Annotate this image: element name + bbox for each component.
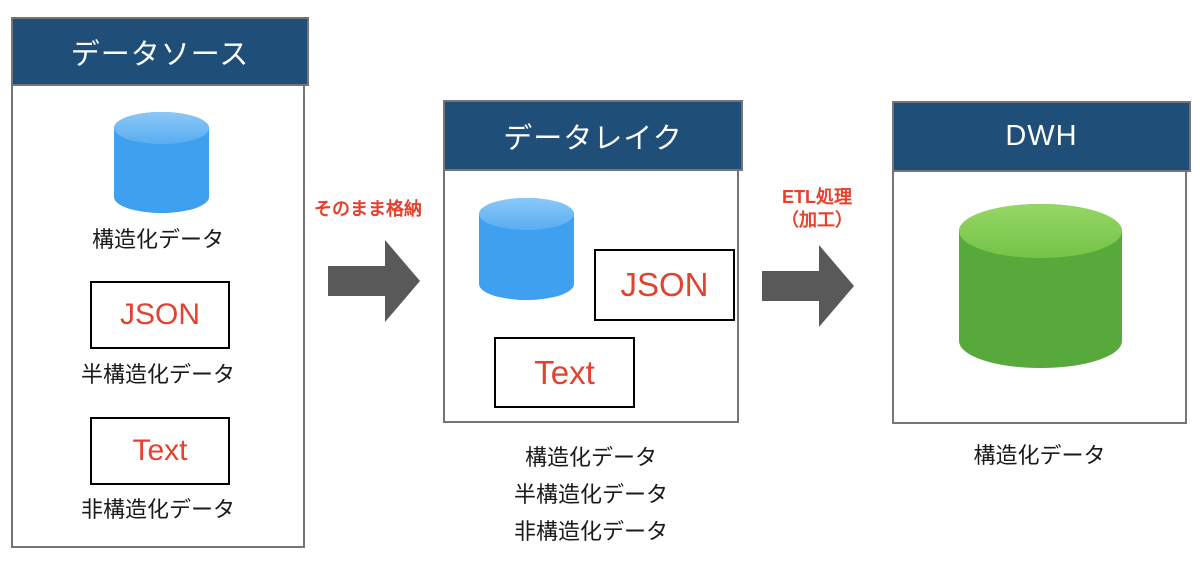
label-unstructured-data: 非構造化データ bbox=[80, 497, 235, 522]
text-data-box: Text bbox=[494, 337, 635, 408]
json-data-box: JSON bbox=[90, 281, 230, 349]
panel-dwh: DWH bbox=[892, 101, 1191, 424]
label-structured-data: 構造化データ bbox=[524, 445, 657, 470]
panel-data-lake-header: データレイク bbox=[443, 100, 743, 171]
label-structured-data: 構造化データ bbox=[973, 443, 1106, 468]
panel-data-source-title: データソース bbox=[70, 38, 250, 71]
database-cylinder-blue-icon bbox=[479, 198, 574, 300]
arrow-shaft bbox=[762, 271, 820, 301]
arrow-head bbox=[385, 240, 420, 322]
panel-data-lake-title: データレイク bbox=[503, 122, 683, 155]
arrow-shaft bbox=[328, 266, 386, 296]
text-data-box: Text bbox=[90, 417, 230, 485]
label-structured-data: 構造化データ bbox=[91, 227, 224, 252]
arrow-head bbox=[819, 245, 854, 327]
etl-arrow-label: ETL処理 （加工） bbox=[757, 186, 877, 232]
panel-dwh-header: DWH bbox=[892, 101, 1191, 172]
json-data-box-label: JSON bbox=[620, 266, 709, 303]
database-cylinder-green-icon bbox=[959, 204, 1122, 368]
store-arrow-label: そのまま格納 bbox=[314, 199, 422, 219]
panel-data-source-header: データソース bbox=[11, 17, 309, 86]
label-unstructured-data: 非構造化データ bbox=[513, 519, 668, 544]
panel-dwh-title: DWH bbox=[1005, 120, 1078, 152]
database-cylinder-blue-icon bbox=[114, 112, 209, 213]
right-arrow-icon bbox=[762, 245, 854, 327]
panel-data-lake: データレイク JSON Text bbox=[443, 100, 743, 423]
json-data-box-label: JSON bbox=[119, 298, 200, 331]
panel-data-source: データソース 構造化データ JSON 半構造化データ Text 非構造化データ bbox=[11, 17, 309, 548]
etl-arrow-label-line1: ETL処理 bbox=[782, 187, 852, 207]
label-semi-structured-data: 半構造化データ bbox=[513, 482, 668, 507]
json-data-box: JSON bbox=[594, 249, 735, 321]
text-data-box-label: Text bbox=[534, 353, 595, 391]
etl-arrow-label-line2: （加工） bbox=[781, 210, 853, 230]
text-data-box-label: Text bbox=[132, 434, 188, 467]
label-semi-structured-data: 半構造化データ bbox=[80, 362, 235, 387]
data-lake-type-list: 構造化データ 半構造化データ 非構造化データ bbox=[443, 439, 739, 550]
dwh-type-list: 構造化データ bbox=[892, 437, 1187, 474]
right-arrow-icon bbox=[328, 240, 420, 322]
